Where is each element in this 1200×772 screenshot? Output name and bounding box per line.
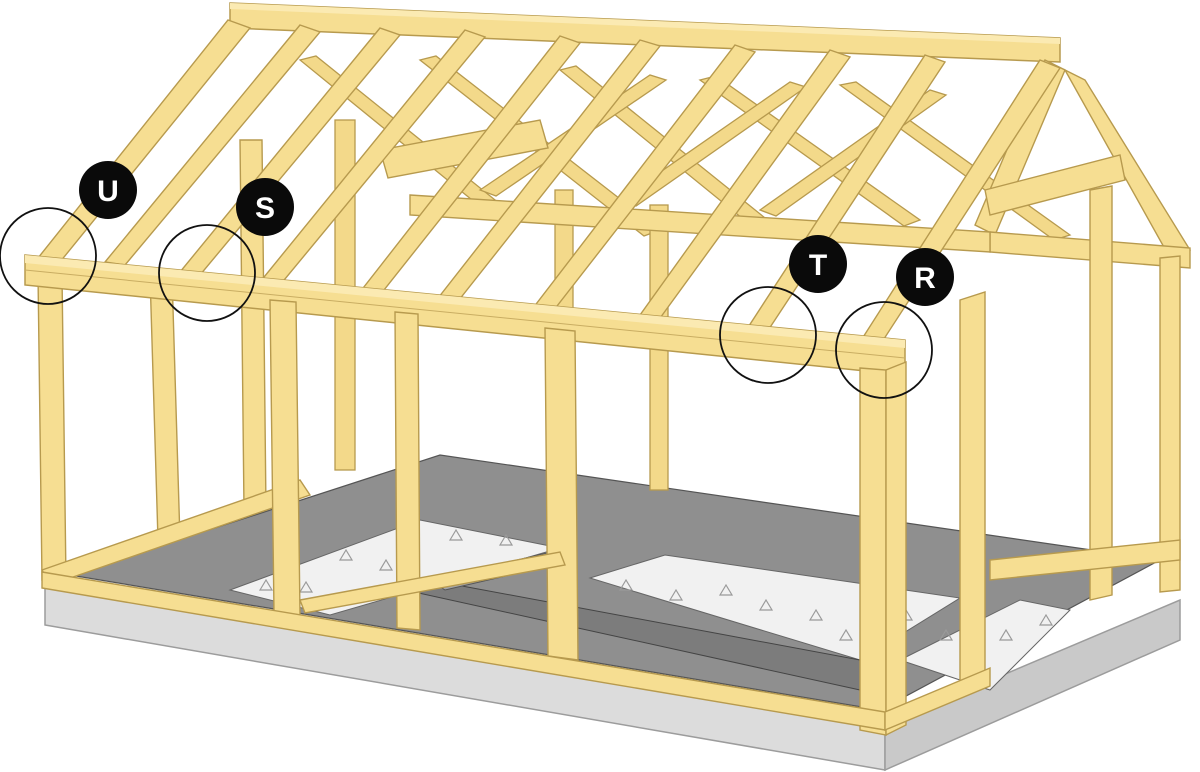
right-gable-wall bbox=[974, 59, 1192, 601]
callout-label-u: U bbox=[97, 175, 119, 208]
callout-badge-r: R bbox=[896, 248, 954, 306]
callout-badge-s: S bbox=[236, 178, 294, 236]
front-sill bbox=[41, 551, 991, 732]
left-wall-post-mid bbox=[149, 274, 181, 541]
callout-label-s: S bbox=[255, 192, 275, 225]
right-gable-post-2 bbox=[1159, 255, 1181, 593]
ridge-beam bbox=[229, 2, 1061, 63]
callout-ring-t bbox=[719, 286, 817, 384]
callout-rings bbox=[0, 207, 933, 399]
callout-ring-s bbox=[158, 224, 256, 322]
right-gable-post-1 bbox=[1089, 185, 1113, 601]
right-gable-bottom-plate bbox=[989, 539, 1181, 581]
front-right-corner-post bbox=[885, 291, 986, 737]
callout-ring-r bbox=[835, 301, 933, 399]
slab-side-face bbox=[884, 598, 1181, 772]
callout-badge-t: T bbox=[789, 235, 847, 293]
right-gable-collar bbox=[984, 154, 1126, 216]
callout-badge-u: U bbox=[79, 161, 137, 219]
left-wall-post-corner bbox=[37, 274, 67, 581]
callout-label-r: R bbox=[914, 262, 936, 295]
callout-ring-u bbox=[0, 207, 97, 305]
callout-label-t: T bbox=[809, 249, 827, 282]
